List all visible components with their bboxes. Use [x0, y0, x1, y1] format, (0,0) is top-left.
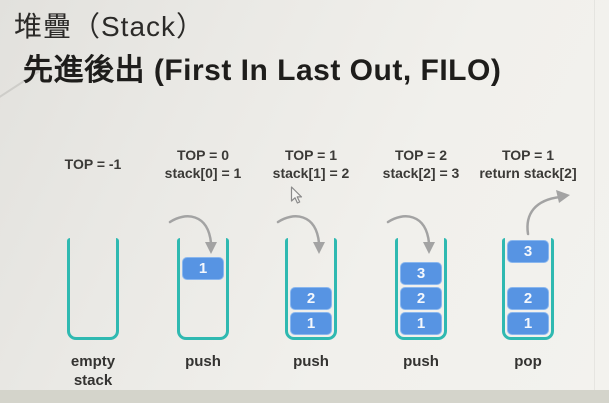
- top-value: TOP = 2: [394, 147, 447, 163]
- stack-container: 2 1: [285, 238, 337, 340]
- assign-value: stack[0] = 1: [164, 165, 242, 181]
- slide-title-line2: 先進後出 (First In Last Out, FILO): [23, 54, 502, 87]
- stack-block: 1: [290, 312, 332, 335]
- stack-block: 1: [507, 312, 549, 335]
- stack-block: 3: [507, 240, 549, 263]
- top-value: TOP = -1: [64, 156, 122, 172]
- top-value: TOP = 1: [501, 147, 554, 163]
- slide-title-line1: 堆疊（Stack）: [14, 11, 206, 42]
- top-value: TOP = 1: [284, 147, 337, 163]
- state-label: TOP = 2 stack[2] = 3: [361, 146, 481, 182]
- stack-container: 3 2 1: [395, 238, 447, 340]
- operation-label: empty stack: [70, 353, 116, 389]
- assign-value: return stack[2]: [479, 165, 577, 181]
- operation-label: push: [293, 353, 329, 370]
- stack-container: [67, 238, 119, 340]
- push-arrow-icon: [276, 215, 325, 254]
- push-arrow-icon: [386, 215, 435, 254]
- stack-column-pop: TOP = 1 return stack[2] 3 2 1 pop: [468, 146, 588, 391]
- stack-block: 2: [507, 287, 549, 310]
- stack-column-push-1: TOP = 0 stack[0] = 1 1 push: [143, 146, 263, 391]
- pop-arrow-icon: [526, 190, 570, 236]
- assign-value: stack[2] = 3: [382, 165, 460, 181]
- stack-block: 2: [290, 287, 332, 310]
- stack-column-empty: TOP = -1 empty stack: [33, 146, 153, 391]
- stack-block: 1: [182, 257, 224, 280]
- stack-block: 3: [400, 262, 442, 285]
- bottom-bar: [0, 390, 609, 403]
- slide-edge-line: [594, 0, 595, 403]
- top-value: TOP = 0: [176, 147, 229, 163]
- stack-block: 2: [400, 287, 442, 310]
- push-arrow-icon: [168, 215, 217, 254]
- state-label: TOP = 0 stack[0] = 1: [143, 146, 263, 182]
- operation-label: pop: [514, 353, 542, 370]
- mouse-cursor-icon: [290, 186, 303, 204]
- state-label: TOP = 1 return stack[2]: [468, 146, 588, 182]
- state-label: TOP = -1: [33, 146, 153, 173]
- stack-column-push-2: TOP = 1 stack[1] = 2 2 1 push: [251, 146, 371, 391]
- stack-column-push-3: TOP = 2 stack[2] = 3 3 2 1 push: [361, 146, 481, 391]
- operation-label: push: [403, 353, 439, 370]
- assign-value: stack[1] = 2: [272, 165, 350, 181]
- operation-label: push: [185, 353, 221, 370]
- state-label: TOP = 1 stack[1] = 2: [251, 146, 371, 182]
- stack-container: 1: [177, 238, 229, 340]
- stack-container: 3 2 1: [502, 238, 554, 340]
- stack-block: 1: [400, 312, 442, 335]
